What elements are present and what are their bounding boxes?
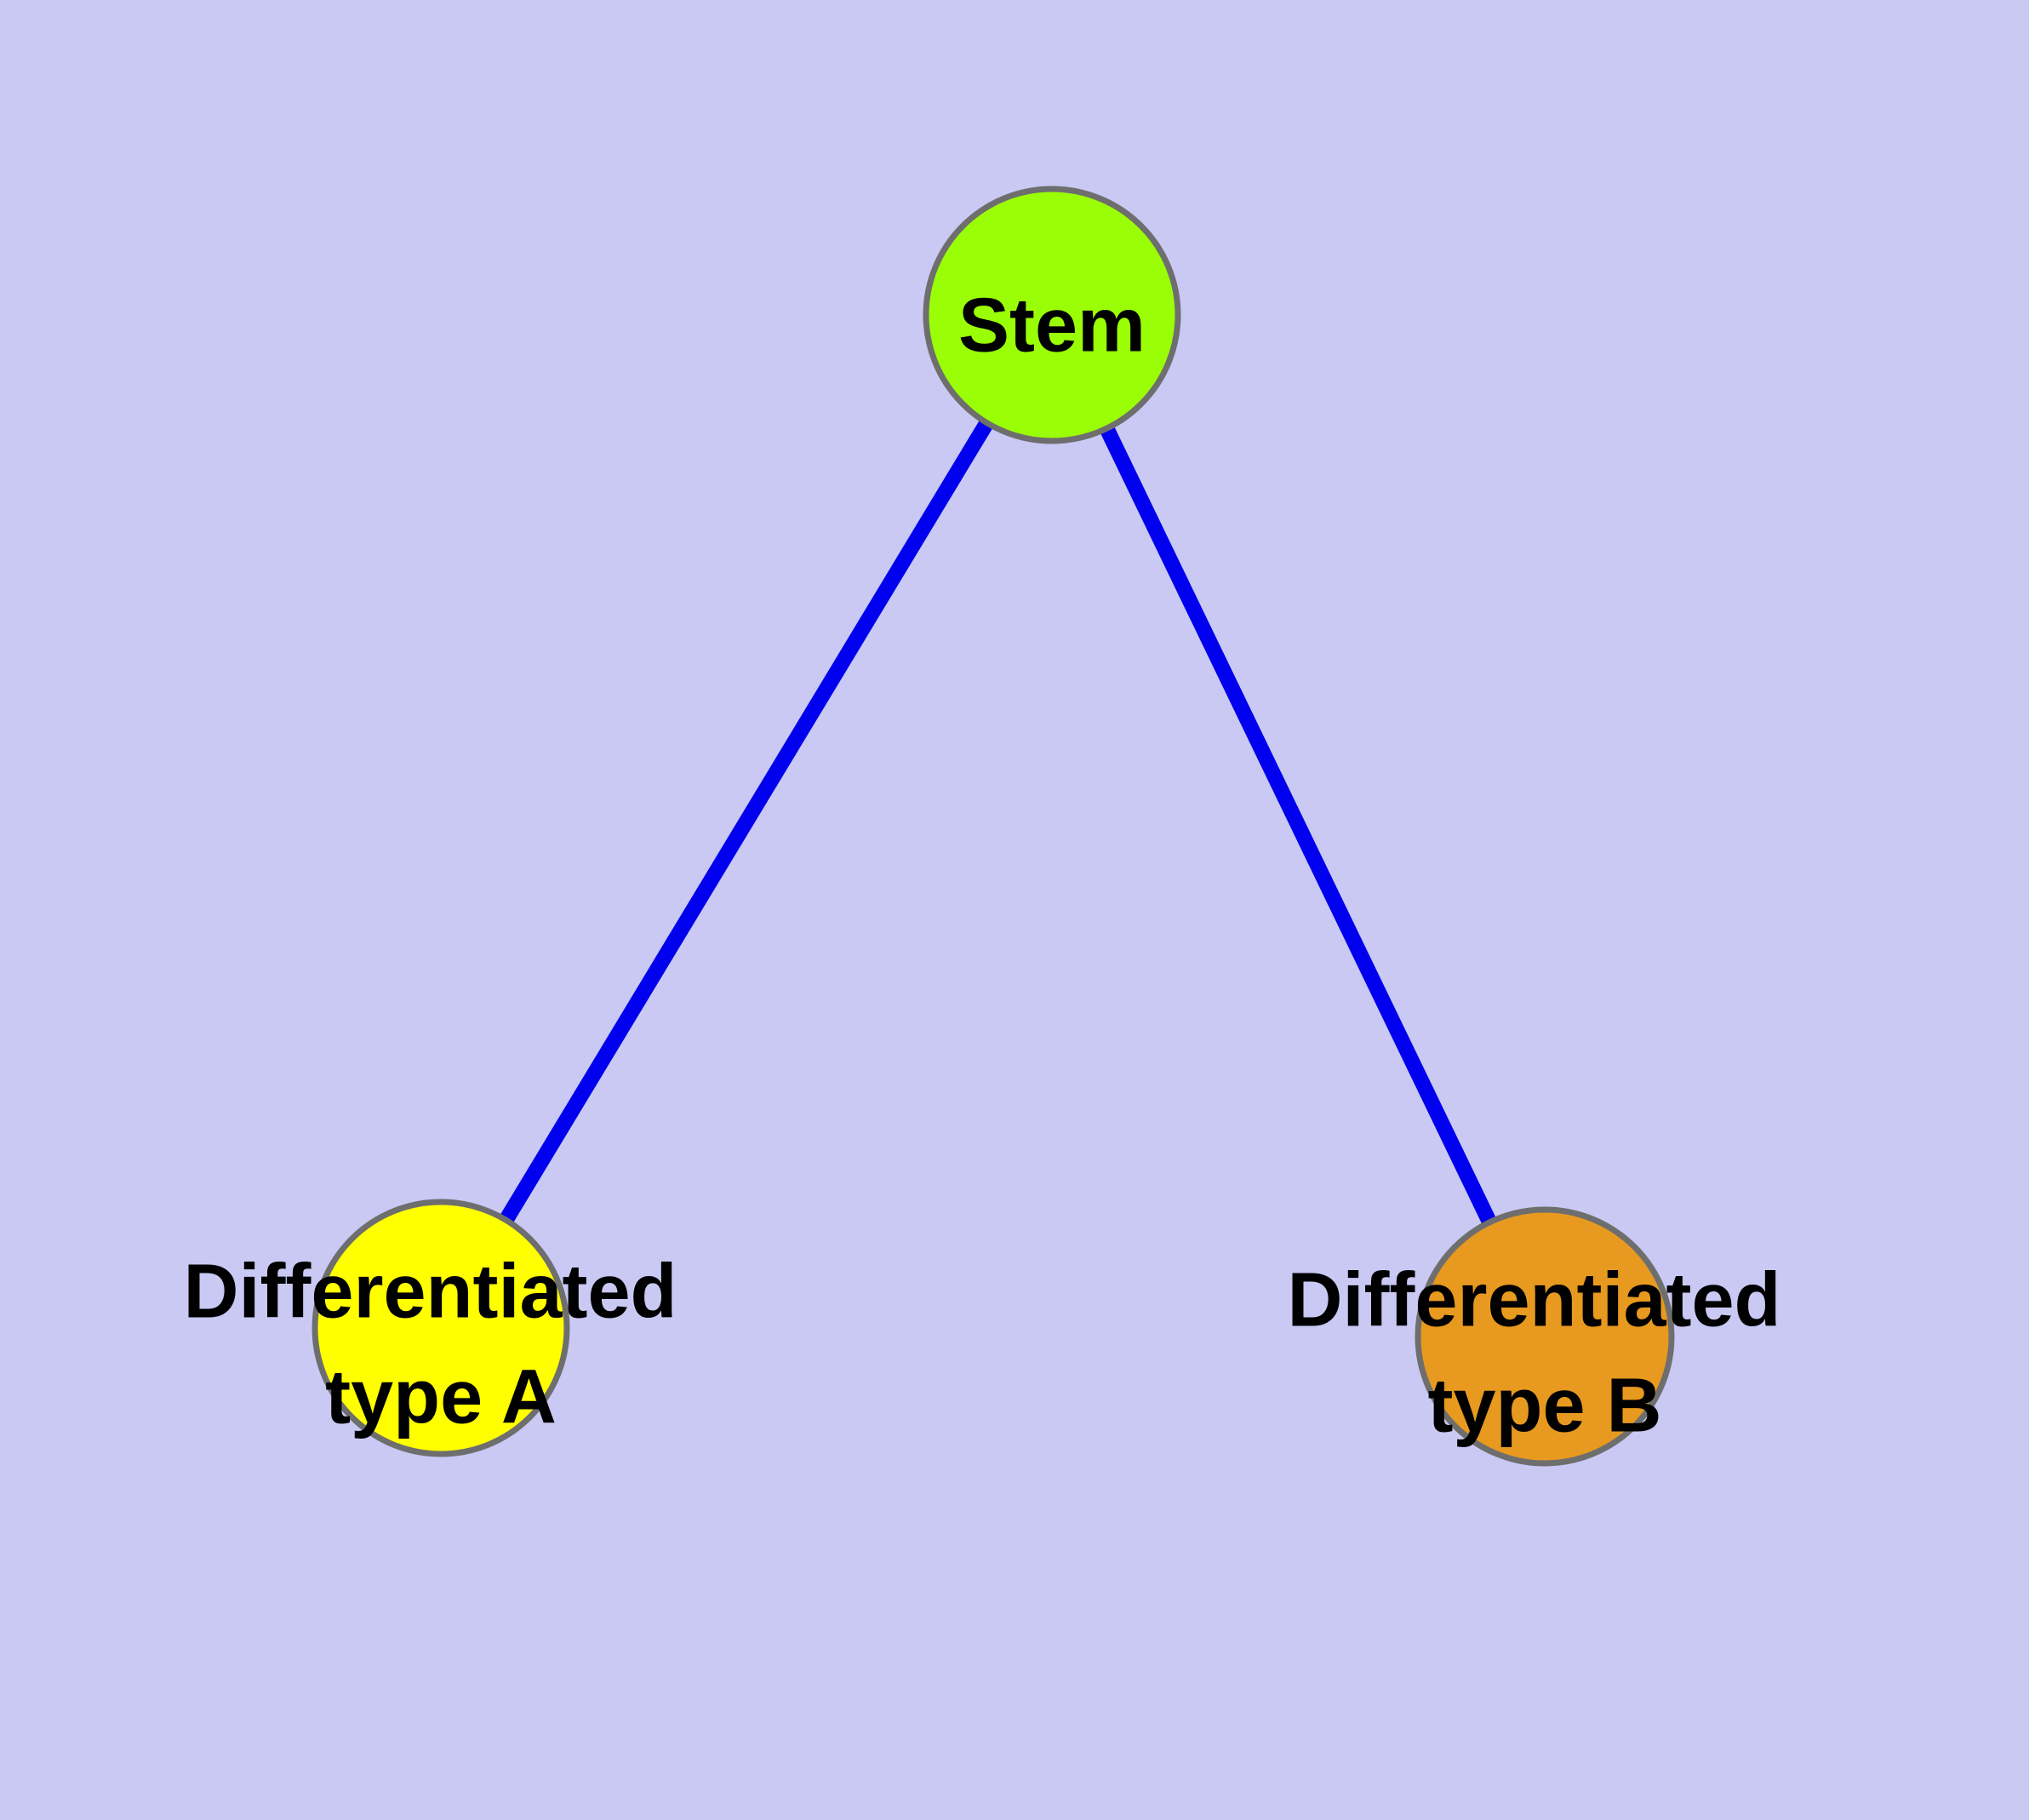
- node-type-a-circle: [311, 1199, 570, 1457]
- node-type-a[interactable]: Differentiated type A: [183, 1199, 698, 1457]
- node-type-b-label-line-1: Differentiated: [1287, 1257, 1780, 1342]
- node-type-b-circle: [1415, 1206, 1675, 1467]
- node-type-b-label-line-2: type B: [1427, 1364, 1661, 1449]
- node-stem-circle: [923, 186, 1181, 444]
- edge-stem-to-type-a: [499, 419, 994, 1224]
- edge-stem-to-type-b: [1100, 425, 1497, 1226]
- node-stem[interactable]: Stem: [923, 186, 1181, 444]
- node-type-b[interactable]: Differentiated type B: [1287, 1206, 1802, 1467]
- node-type-a-label-line-2: type A: [325, 1355, 557, 1440]
- node-type-a-label-line-1: Differentiated: [183, 1249, 677, 1334]
- node-type-b-label: Differentiated type B: [1287, 1257, 1802, 1448]
- node-stem-label: Stem: [958, 283, 1146, 368]
- node-type-a-label: Differentiated type A: [183, 1249, 698, 1439]
